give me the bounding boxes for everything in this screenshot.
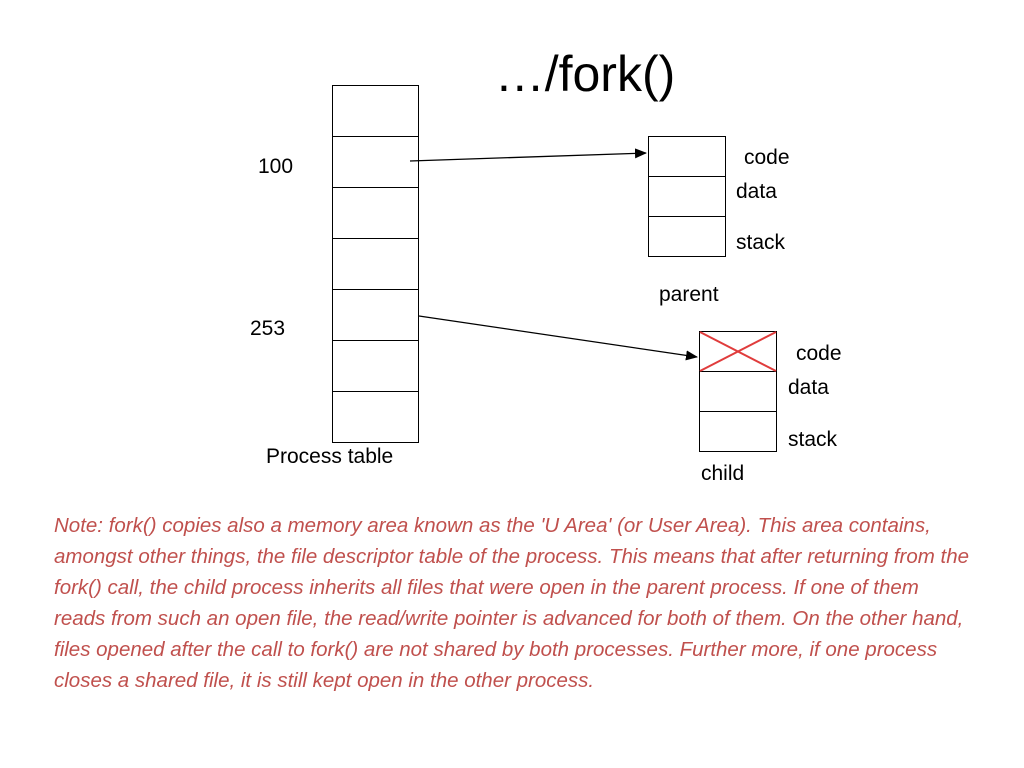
child-data-label: data	[788, 376, 829, 399]
parent-stack-segment	[648, 216, 726, 257]
parent-code-segment	[648, 136, 726, 177]
note-text: Note: fork() copies also a memory area k…	[54, 514, 969, 692]
child-code-cross	[699, 331, 777, 372]
child-code-label: code	[796, 342, 842, 365]
process-table-row	[332, 85, 419, 137]
process-table-label: Process table	[266, 445, 394, 468]
child-data-segment	[699, 371, 777, 412]
arrow-to-parent	[409, 148, 647, 162]
parent-data-label: data	[736, 180, 777, 203]
parent-stack-label: stack	[736, 231, 786, 254]
child-stack-segment	[699, 411, 777, 452]
parent-data-segment	[648, 176, 726, 217]
child-label: child	[701, 462, 745, 485]
entry-label-100: 100	[258, 155, 294, 178]
entry-label-253: 253	[250, 317, 286, 340]
process-table-row	[332, 340, 419, 392]
child-stack-label: stack	[788, 428, 838, 451]
parent-label: parent	[659, 283, 719, 306]
arrow-to-child	[418, 315, 698, 361]
slide-title: …/fork()	[494, 46, 676, 102]
parent-code-label: code	[744, 146, 790, 169]
process-table-row	[332, 187, 419, 239]
process-table-row	[332, 391, 419, 443]
process-table-row	[332, 238, 419, 290]
